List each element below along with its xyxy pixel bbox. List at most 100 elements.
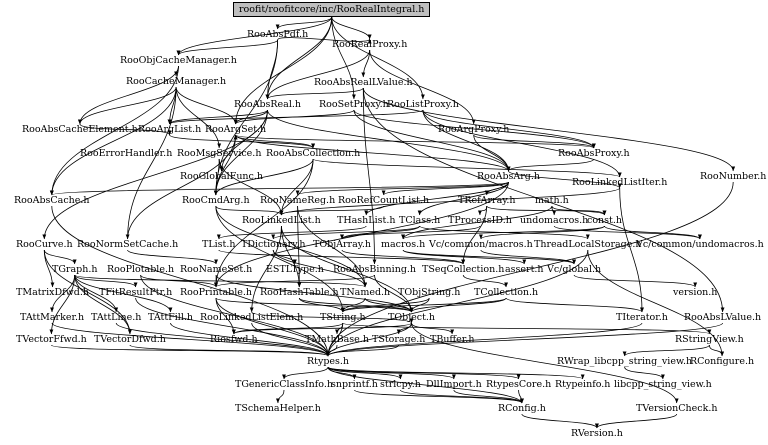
edge-root-to-RooRealProxy xyxy=(331,16,372,40)
node-tgraph[interactable]: TGraph.h xyxy=(52,264,98,275)
edge-strlcpy-to-RConfig xyxy=(400,389,524,404)
node-roorefcountlist[interactable]: RooRefCountList.h xyxy=(338,195,430,206)
node-version[interactable]: version.h xyxy=(673,287,718,298)
node-tmathbase[interactable]: TMathBase.h xyxy=(305,334,369,345)
node-roolinkedlistiter[interactable]: RooLinkedListIter.h xyxy=(572,177,668,188)
node-tstorage[interactable]: TStorage.h xyxy=(372,334,426,345)
node-trefarray[interactable]: TRefArray.h xyxy=(458,195,516,206)
node-rooabsreallvalue[interactable]: RooAbsRealLValue.h xyxy=(314,77,413,88)
node-tnamed[interactable]: TNamed.h xyxy=(340,287,391,298)
node-macros[interactable]: macros.h xyxy=(381,239,426,250)
node-rooabscacheelement[interactable]: RooAbsCacheElement.h xyxy=(22,124,138,135)
node-rstringview[interactable]: RStringView.h xyxy=(675,334,744,345)
node-roolinkedlist[interactable]: RooLinkedList.h xyxy=(242,215,321,226)
node-roonameset[interactable]: RooNameSet.h xyxy=(180,264,253,275)
edge-RooAbsBinning-to-RooPrintable xyxy=(214,274,375,288)
node-roocachemanager[interactable]: RooCacheManager.h xyxy=(126,76,227,87)
node-snprintf[interactable]: snprintf.h xyxy=(331,379,378,390)
node-rooargset[interactable]: RooArgSet.h xyxy=(205,124,267,135)
edge-TDictionary-to-ESTLType xyxy=(272,249,297,265)
node-roosetproxy[interactable]: RooSetProxy.h xyxy=(319,99,389,110)
node-dllimport[interactable]: DllImport.h xyxy=(426,379,482,390)
node-libcpp-string-view[interactable]: libcpp_string_view.h xyxy=(614,379,712,390)
node-roomsgservice[interactable]: RooMsgService.h xyxy=(177,148,262,159)
node-rtypeinfo[interactable]: Rtypeinfo.h xyxy=(555,379,611,390)
node-threadlocalstorage[interactable]: ThreadLocalStorage.h xyxy=(534,239,642,250)
node-tprocessid[interactable]: TProcessID.h xyxy=(448,215,512,226)
node-rtypes[interactable]: Rtypes.h xyxy=(307,356,350,367)
node-rconfig[interactable]: RConfig.h xyxy=(498,403,546,414)
node-rooabsarg[interactable]: RooAbsArg.h xyxy=(477,171,541,182)
node-rooabsreal[interactable]: RooAbsReal.h xyxy=(234,99,302,110)
node-rooglobalfunc[interactable]: RooGlobalFunc.h xyxy=(180,171,264,182)
edge-RooSetProxy-to-RooAbsProxy xyxy=(353,109,596,149)
node-tfitresultptr[interactable]: TFitResultPtr.h xyxy=(99,287,173,298)
node-root-header[interactable]: roofit/roofitcore/inc/RooRealIntegral.h xyxy=(233,2,431,17)
node-rooplotable[interactable]: RooPlotable.h xyxy=(107,264,175,275)
node-rooabscollection[interactable]: RooAbsCollection.h xyxy=(266,148,361,159)
node-rtypescore[interactable]: RtypesCore.h xyxy=(486,379,552,390)
node-roocurve[interactable]: RooCurve.h xyxy=(16,239,73,250)
node-rwrap-libcpp-string-view[interactable]: RWrap_libcpp_string_view.h xyxy=(557,356,693,367)
node-tdictionary[interactable]: TDictionary.h xyxy=(241,239,306,250)
node-roonormsetcache[interactable]: RooNormSetCache.h xyxy=(77,239,179,250)
node-roocmdarg[interactable]: RooCmdArg.h xyxy=(182,195,250,206)
node-tmatrixdfwd[interactable]: TMatrixDfwd.h xyxy=(16,287,89,298)
node-rooabscache[interactable]: RooAbsCache.h xyxy=(14,195,90,206)
node-rconfigure[interactable]: RConfigure.h xyxy=(690,356,755,367)
node-rooabsproxy[interactable]: RooAbsProxy.h xyxy=(558,148,630,159)
node-roonumber[interactable]: RooNumber.h xyxy=(700,171,767,182)
node-tbuffer[interactable]: TBuffer.h xyxy=(430,334,475,345)
node-rooabspdf[interactable]: RooAbsPdf.h xyxy=(247,29,309,40)
node-tvectorffwd[interactable]: TVectorFfwd.h xyxy=(16,334,87,345)
node-tattline[interactable]: TAttLine.h xyxy=(91,312,142,323)
edge-RooCacheManager-to-RooAbsCache xyxy=(49,86,177,196)
edge-THashList-to-TList xyxy=(216,225,367,240)
edge-TObject-to-Riosfwd xyxy=(231,322,412,335)
node-rooarglist[interactable]: RooArgList.h xyxy=(138,124,202,135)
node-estltype[interactable]: ESTLType.h xyxy=(266,264,324,275)
edge-RooAbsRealLValue-to-RooNumber xyxy=(362,87,736,172)
node-rooargproxy[interactable]: RooArgProxy.h xyxy=(438,124,510,135)
node-roolinkedlistelem[interactable]: RooLinkedListElem.h xyxy=(200,312,304,323)
node-tschemahelper[interactable]: TSchemaHelper.h xyxy=(235,403,321,414)
node-tattmarker[interactable]: TAttMarker.h xyxy=(20,312,85,323)
node-vc-common-undomacros[interactable]: Vc/common/undomacros.h xyxy=(636,239,764,250)
node-tobjarray[interactable]: TObjArray.h xyxy=(313,239,372,250)
node-tgenericclassinfo[interactable]: TGenericClassInfo.h xyxy=(235,379,333,390)
node-roohashtable[interactable]: RooHashTable.h xyxy=(260,287,339,298)
node-rversion[interactable]: RVersion.h xyxy=(571,428,623,439)
edge-TGraph-to-TVectorDfwd xyxy=(74,274,132,335)
node-strlcpy[interactable]: strlcpy.h xyxy=(380,379,421,390)
node-tattfill[interactable]: TAttFill.h xyxy=(148,312,193,323)
node-tlist[interactable]: TList.h xyxy=(202,239,236,250)
node-roorealproxy[interactable]: RooRealProxy.h xyxy=(332,39,408,50)
node-rooprintable[interactable]: RooPrintable.h xyxy=(180,287,253,298)
node-roolistproxy[interactable]: RooListProxy.h xyxy=(387,99,459,110)
node-tobjstring[interactable]: TObjString.h xyxy=(398,287,461,298)
node-rooabsbinning[interactable]: RooAbsBinning.h xyxy=(333,264,417,275)
edge-TList-to-TSeqCollection xyxy=(218,249,465,265)
node-tcollection[interactable]: TCollection.h xyxy=(474,287,539,298)
node-tseqcollection[interactable]: TSeqCollection.h xyxy=(422,264,505,275)
node-titerator[interactable]: TIterator.h xyxy=(616,312,668,323)
node-vc-global[interactable]: Vc/global.h xyxy=(547,264,602,275)
node-math[interactable]: math.h xyxy=(535,195,569,206)
node-thashlist[interactable]: THashList.h xyxy=(337,215,396,226)
edge-root-to-RooSetProxy xyxy=(331,16,356,100)
node-rooerrorhandler[interactable]: RooErrorHandler.h xyxy=(80,148,173,159)
node-rooabslvalue[interactable]: RooAbsLValue.h xyxy=(684,312,762,323)
node-vc-common-macros[interactable]: Vc/common/macros.h xyxy=(429,239,533,250)
node-tversioncheck[interactable]: TVersionCheck.h xyxy=(636,403,718,414)
node-tobject[interactable]: TObject.h xyxy=(388,312,436,323)
node-roonamereg[interactable]: RooNameReg.h xyxy=(260,195,336,206)
node-rooobjcachemanager[interactable]: RooObjCacheManager.h xyxy=(120,55,237,66)
node-tvectordfwd[interactable]: TVectorDfwd.h xyxy=(94,334,166,345)
node-tstring[interactable]: TString.h xyxy=(320,312,366,323)
node-riosfwd[interactable]: Riosfwd.h xyxy=(210,334,258,345)
node-tclass[interactable]: TClass.h xyxy=(399,215,441,226)
edge-Rtypes-to-Rtypeinfo xyxy=(327,366,585,380)
node-assert[interactable]: assert.h xyxy=(505,264,544,275)
node-undomacros[interactable]: undomacros.h xyxy=(520,215,589,226)
node-const[interactable]: const.h xyxy=(587,215,622,226)
